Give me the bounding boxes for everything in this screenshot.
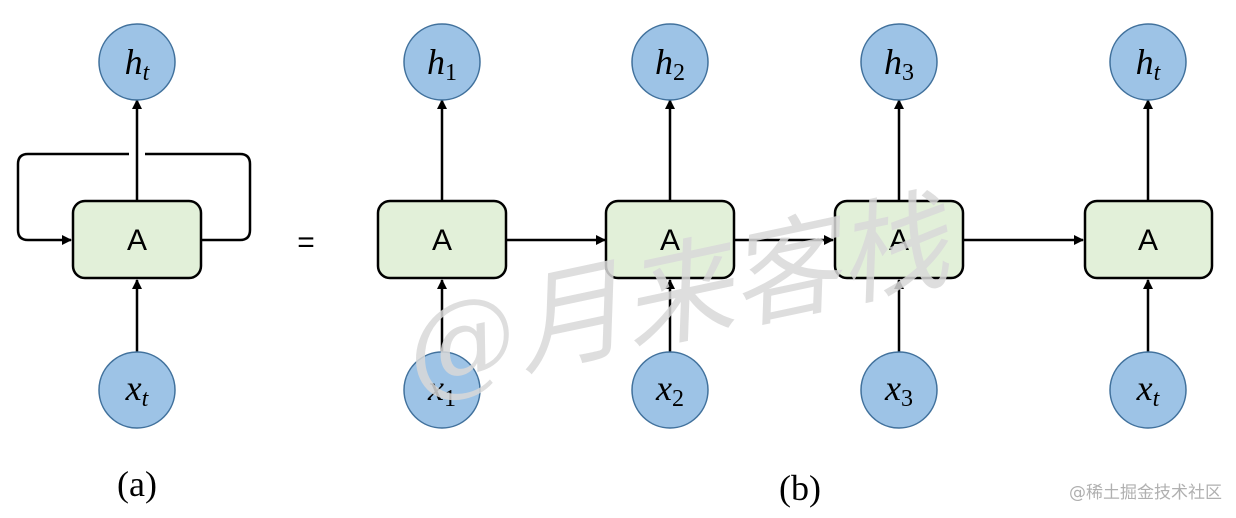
cell-label-t: A — [1138, 224, 1158, 257]
folded-loop-right — [145, 152, 252, 242]
cell-box-3 — [833, 199, 965, 280]
folded-cell-box — [71, 199, 203, 280]
folded-output-label: ht — [125, 42, 151, 86]
folded-rnn: A ht xt — [16, 23, 252, 429]
output-node-2 — [631, 23, 709, 101]
output-label-1: h1 — [427, 42, 457, 86]
time-step-t: A ht xt — [1083, 23, 1214, 429]
input-label-3: x3 — [884, 368, 913, 412]
time-step-3: A h3 x3 — [833, 23, 965, 429]
cell-label-2: A — [660, 224, 680, 257]
unrolled-rnn: A h1 x1 A h2 x2 — [376, 23, 1214, 429]
output-label-2: h2 — [655, 42, 685, 86]
time-step-1: A h1 x1 — [376, 23, 508, 429]
input-label-1: x1 — [427, 368, 456, 412]
output-label-t: ht — [1136, 42, 1162, 86]
folded-input-label: xt — [125, 368, 150, 412]
watermark-corner: @稀土掘金技术社区 — [1069, 483, 1222, 503]
folded-output-node — [98, 23, 176, 101]
input-node-3 — [860, 351, 938, 429]
time-step-2: A h2 x2 — [604, 23, 736, 429]
output-node-1 — [403, 23, 481, 101]
output-node-3 — [860, 23, 938, 101]
input-node-2 — [631, 351, 709, 429]
output-node-t — [1109, 23, 1187, 101]
cell-box-t — [1083, 199, 1214, 280]
cell-label-3: A — [889, 224, 909, 257]
cell-label-1: A — [432, 224, 452, 257]
folded-input-node — [98, 351, 176, 429]
input-label-2: x2 — [655, 368, 684, 412]
caption-a: (a) — [117, 464, 157, 504]
cell-box-2 — [604, 199, 736, 280]
equals-sign: = — [297, 226, 315, 259]
input-node-1 — [403, 351, 481, 429]
caption-b: (b) — [779, 468, 821, 508]
cell-box-1 — [376, 199, 508, 280]
input-node-t — [1109, 351, 1187, 429]
folded-loop-left — [16, 152, 129, 245]
output-label-3: h3 — [884, 42, 914, 86]
input-label-t: xt — [1136, 368, 1161, 412]
folded-cell-label: A — [127, 224, 147, 257]
